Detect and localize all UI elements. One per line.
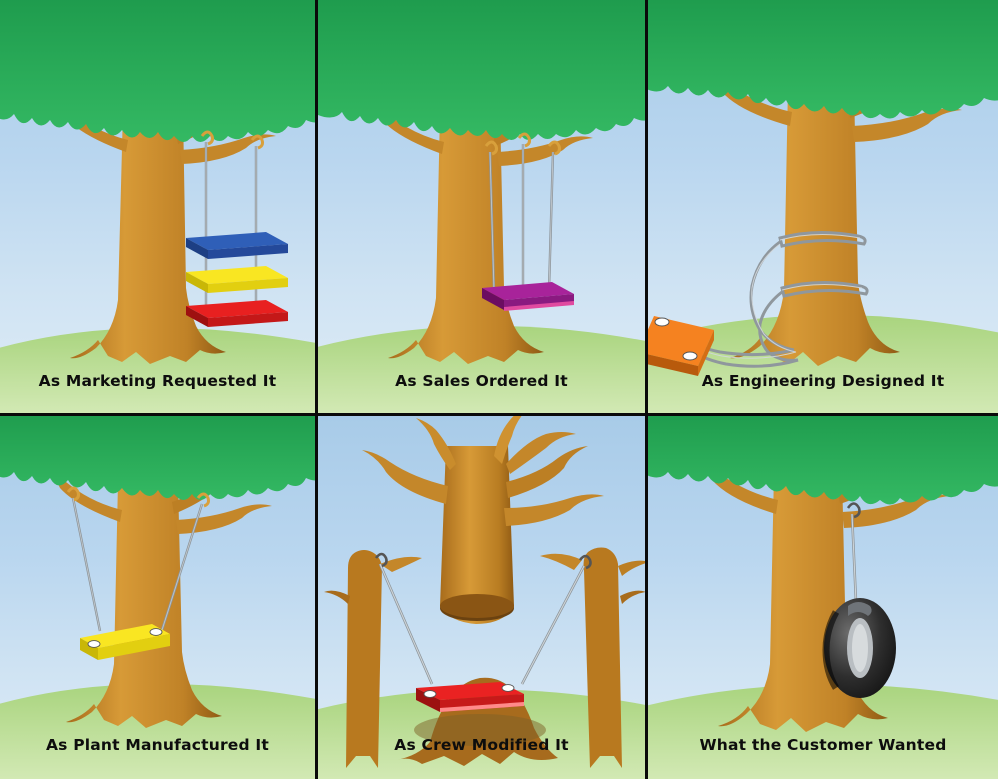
- panel-divider-vertical-4: [645, 416, 648, 779]
- tree-trunk-cut: [440, 446, 514, 624]
- panel-engineering[interactable]: As Engineering Designed It: [648, 0, 998, 413]
- panel-crew-artwork: [318, 416, 645, 779]
- grass-hill: [0, 683, 315, 779]
- panel-divider-vertical-3: [315, 416, 318, 779]
- panel-divider-horizontal: [0, 413, 998, 416]
- panel-caption-customer: What the Customer Wanted: [699, 736, 947, 754]
- panel-plant-scene: As Plant Manufactured It: [0, 416, 315, 779]
- panel-customer[interactable]: What the Customer Wanted: [648, 416, 998, 779]
- panel-divider-vertical-1: [315, 0, 318, 413]
- swing-seat-yellow: [186, 266, 288, 293]
- grass-hill: [318, 325, 645, 413]
- panel-caption-crew: As Crew Modified It: [394, 736, 569, 754]
- panel-customer-scene: What the Customer Wanted: [648, 416, 998, 779]
- panel-caption-plant: As Plant Manufactured It: [45, 736, 269, 754]
- support-pole-left: [346, 550, 382, 768]
- panel-customer-artwork: [648, 416, 998, 779]
- tree-foliage: [0, 416, 315, 500]
- panel-crew[interactable]: As Crew Modified It: [318, 416, 645, 779]
- tree-foliage: [0, 0, 315, 142]
- tree-trunk: [730, 86, 900, 366]
- panel-plant-artwork: [0, 416, 315, 779]
- panel-plant[interactable]: As Plant Manufactured It: [0, 416, 315, 779]
- panel-divider-vertical-2: [645, 0, 648, 413]
- swing-seat-orange: [648, 316, 714, 376]
- grass-hill: [648, 314, 998, 413]
- panel-marketing-artwork: [0, 0, 315, 413]
- grass-hill: [0, 327, 315, 413]
- panel-engineering-scene: As Engineering Designed It: [648, 0, 998, 413]
- panel-sales[interactable]: As Sales Ordered It: [318, 0, 645, 413]
- tree-trunk: [66, 482, 222, 728]
- grass-hill: [648, 684, 998, 779]
- tree-foliage: [318, 0, 645, 140]
- tree-foliage: [648, 416, 998, 505]
- panel-marketing[interactable]: As Marketing Requested It: [0, 0, 315, 413]
- panel-caption-marketing: As Marketing Requested It: [38, 372, 277, 390]
- tree-trunk: [70, 110, 226, 364]
- panel-engineering-artwork: [648, 0, 998, 413]
- support-pole-right: [583, 547, 622, 768]
- tree-trunk: [388, 110, 544, 364]
- tire-swing: [822, 598, 896, 698]
- tree-foliage: [648, 0, 998, 119]
- swing-seat-red: [416, 682, 524, 712]
- swing-seat-yellow: [80, 624, 170, 660]
- panel-crew-scene: As Crew Modified It: [318, 416, 645, 779]
- panel-marketing-scene: As Marketing Requested It: [0, 0, 315, 413]
- swing-seat-red: [186, 300, 288, 327]
- swing-chains: [204, 142, 258, 322]
- panel-caption-engineering: As Engineering Designed It: [701, 372, 945, 390]
- swing-seat-blue: [186, 232, 288, 259]
- panel-sales-artwork: [318, 0, 645, 413]
- panel-sales-scene: As Sales Ordered It: [318, 0, 645, 413]
- panel-caption-sales: As Sales Ordered It: [395, 372, 568, 390]
- swing-seat-purple: [482, 282, 574, 311]
